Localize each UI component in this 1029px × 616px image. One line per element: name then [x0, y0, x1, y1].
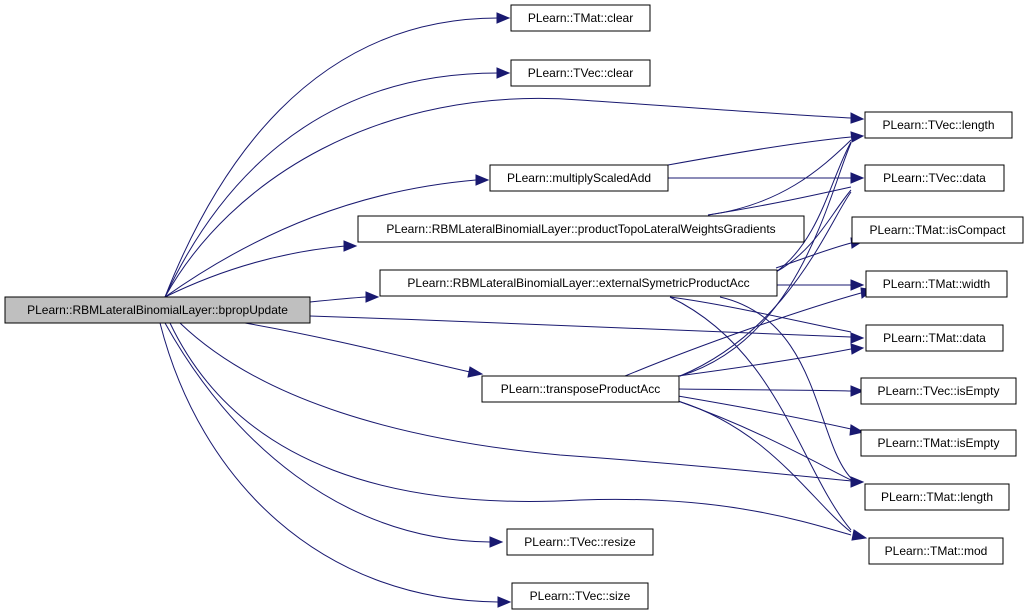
node-label: PLearn::TVec::size: [530, 589, 631, 603]
edge-transpose-width: [624, 292, 862, 377]
node-label: PLearn::RBMLateralBinomialLayer::bpropUp…: [27, 303, 288, 317]
edge-root-multiply: [164, 179, 477, 298]
edge-transpose-tmat-mod: [677, 400, 852, 533]
node-label: PLearn::TMat::mod: [885, 544, 988, 558]
arrowhead: [850, 112, 865, 124]
arrowhead: [467, 366, 484, 378]
arrowhead: [343, 240, 358, 252]
edge-external-tvec-length: [775, 141, 852, 273]
edge-transpose-tvec-length: [679, 142, 852, 377]
node-tvec-size[interactable]: PLearn::TVec::size: [511, 582, 649, 610]
node-label: PLearn::TMat::clear: [528, 11, 633, 25]
arrowhead: [850, 476, 865, 488]
edge-transpose-tvec-data: [679, 191, 852, 377]
node-product-topo[interactable]: PLearn::RBMLateralBinomialLayer::product…: [357, 215, 805, 243]
node-tmat-mod[interactable]: PLearn::TMat::mod: [868, 537, 1004, 565]
node-tvec-data[interactable]: PLearn::TVec::data: [864, 164, 1005, 192]
node-tmat-length[interactable]: PLearn::TMat::length: [864, 483, 1010, 511]
edge-transpose-tmat-data: [677, 348, 852, 377]
arrowhead: [850, 279, 865, 291]
arrowhead: [850, 343, 865, 355]
node-tvec-resize[interactable]: PLearn::TVec::resize: [506, 528, 654, 556]
arrowhead: [496, 12, 511, 24]
node-label: PLearn::TVec::isEmpty: [877, 384, 999, 398]
edge-root-transpose: [244, 322, 471, 373]
arrowhead: [496, 67, 511, 79]
edge-root-tvec-length: [164, 98, 852, 298]
edge-root-tmat-clear: [164, 17, 499, 298]
node-label: PLearn::multiplyScaledAdd: [507, 171, 651, 185]
node-label: PLearn::RBMLateralBinomialLayer::externa…: [407, 276, 749, 290]
node-label: PLearn::TVec::data: [883, 171, 986, 185]
node-label: PLearn::TMat::isCompact: [869, 223, 1006, 237]
node-tmat-width[interactable]: PLearn::TMat::width: [865, 270, 1008, 298]
arrowhead: [489, 536, 504, 548]
node-label: PLearn::TMat::length: [881, 490, 993, 504]
arrowhead: [850, 172, 865, 184]
edge-root-external: [309, 296, 367, 303]
edge-transpose-tmat-isempty: [677, 395, 852, 430]
node-label: PLearn::TMat::width: [883, 277, 990, 291]
edge-transpose-tmat-length: [677, 400, 852, 481]
edge-product-tvec-length: [707, 139, 852, 216]
edge-root-product-topo: [164, 245, 346, 298]
node-tvec-isempty[interactable]: PLearn::TVec::isEmpty: [860, 377, 1017, 405]
arrowhead: [850, 332, 865, 344]
edge-external-tmat-mod: [669, 296, 852, 531]
arrowhead: [475, 174, 490, 186]
node-root[interactable]: PLearn::RBMLateralBinomialLayer::bpropUp…: [4, 296, 311, 324]
node-tmat-clear[interactable]: PLearn::TMat::clear: [510, 4, 651, 32]
edge-external-tmat-length: [719, 296, 852, 479]
edge-transpose-tvec-isempty: [677, 388, 852, 392]
node-tmat-isempty[interactable]: PLearn::TMat::isEmpty: [860, 429, 1017, 457]
arrowhead: [850, 385, 865, 397]
edge-root-tmat-mod: [169, 322, 852, 536]
edge-root-tvec-resize: [164, 322, 491, 543]
node-label: PLearn::transposeProductAcc: [501, 382, 660, 396]
node-tmat-data[interactable]: PLearn::TMat::data: [865, 324, 1004, 352]
node-tvec-clear[interactable]: PLearn::TVec::clear: [510, 59, 651, 87]
node-label: PLearn::TVec::clear: [528, 66, 633, 80]
edge-multiply-tvec-length: [667, 136, 852, 166]
node-label: PLearn::TVec::resize: [524, 535, 636, 549]
arrowhead: [851, 529, 868, 541]
node-label: PLearn::RBMLateralBinomialLayer::product…: [386, 222, 775, 236]
node-label: PLearn::TVec::length: [882, 118, 994, 132]
arrowhead: [365, 291, 380, 303]
node-tvec-length[interactable]: PLearn::TVec::length: [864, 111, 1013, 139]
edge-external-tmat-data: [669, 296, 852, 333]
edge-root-tmat-data: [309, 315, 852, 338]
node-multiply-scaled-add[interactable]: PLearn::multiplyScaledAdd: [489, 164, 669, 192]
edge-root-tvec-clear: [164, 72, 499, 298]
node-label: PLearn::TMat::isEmpty: [877, 436, 999, 450]
node-label: PLearn::TMat::data: [883, 331, 986, 345]
arrowhead: [497, 596, 512, 608]
arrowhead: [850, 131, 865, 143]
arrowhead: [849, 424, 865, 436]
edge-product-tvec-data: [707, 186, 852, 216]
node-external-symetric[interactable]: PLearn::RBMLateralBinomialLayer::externa…: [379, 269, 778, 297]
edge-root-tmat-length: [179, 322, 852, 482]
edge-root-tvec-size: [159, 322, 499, 603]
node-tmat-iscompact[interactable]: PLearn::TMat::isCompact: [851, 216, 1024, 244]
edge-external-iscompact: [775, 242, 852, 269]
node-transpose-product-acc[interactable]: PLearn::transposeProductAcc: [481, 375, 680, 403]
